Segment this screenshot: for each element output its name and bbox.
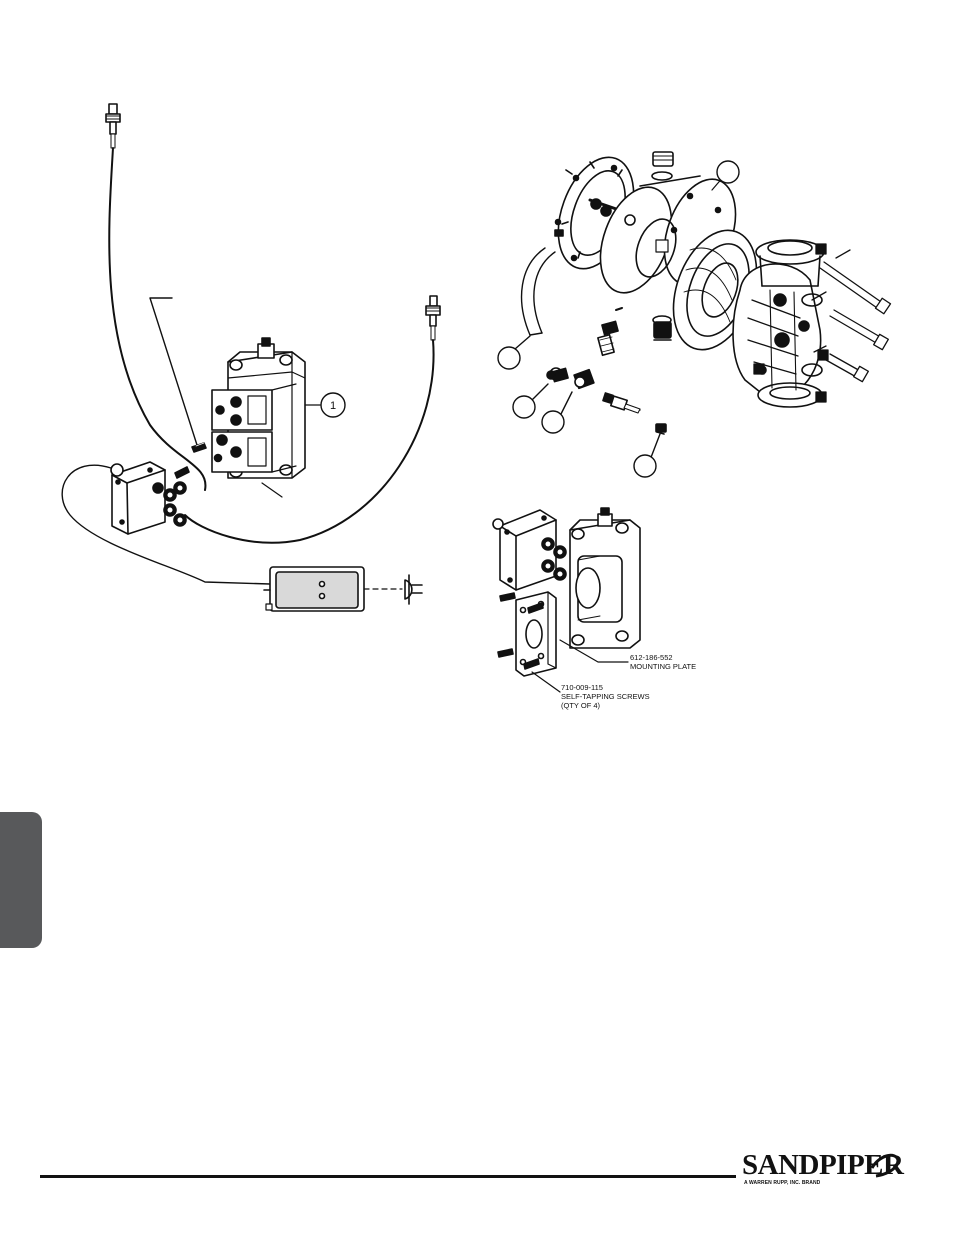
junction-box-detail [493,510,566,590]
screw-part-number: 710-009-115 [561,683,603,692]
screw-name: SELF-TAPPING SCREWS [561,692,650,701]
screw-quantity: (QTY OF 4) [561,701,601,710]
brand-logo: SANDPIPER A WARREN RUPP, INC. BRAND [742,1148,902,1194]
valve-pointer-line [262,483,282,497]
cap-fitting [656,424,666,434]
fitting-tee [547,368,568,382]
sensor-probe-right [426,296,440,340]
leader-line [150,298,197,445]
power-cable-loop [62,465,270,584]
valve-block-detail [570,508,640,648]
plate-part-number: 612-186-552 [630,653,673,662]
bottom-plug [653,316,671,340]
hose [522,248,555,335]
callout-label-1: 1 [330,400,336,412]
sensor-probe-left [106,104,120,148]
controller-box [264,567,364,611]
swoosh-icon [870,1150,900,1180]
top-plug [652,152,673,180]
fitting-elbow [574,370,594,389]
power-plug [405,575,422,604]
section-side-tab [0,812,42,948]
screw-left-1 [192,443,206,452]
screw-left-2 [175,467,189,478]
callouts-right [498,336,660,477]
brand-subline: A WARREN RUPP, INC. BRAND [744,1180,820,1186]
fitting-nipple [598,308,622,355]
plate-name: MOUNTING PLATE [630,662,696,671]
footer-rule [40,1175,736,1178]
air-valve-block [212,338,305,478]
callout-circle-top [717,161,739,183]
sensor-probe-fitting [603,393,640,413]
